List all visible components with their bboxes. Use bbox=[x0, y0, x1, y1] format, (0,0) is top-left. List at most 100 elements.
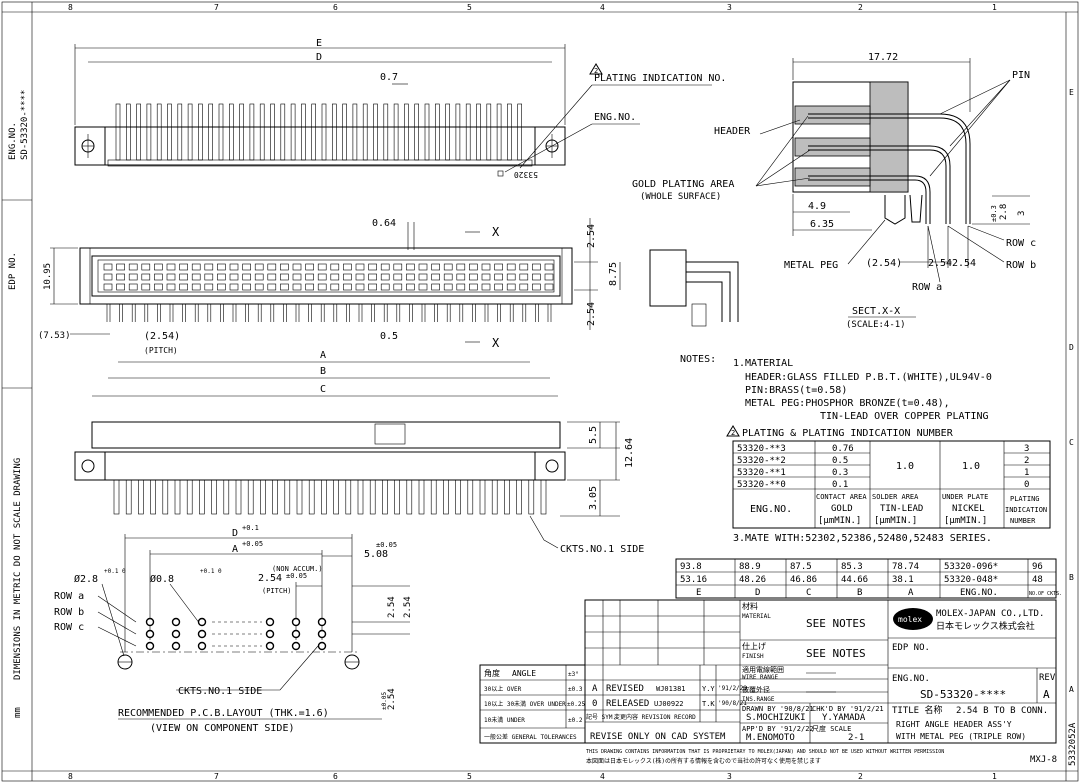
bottom-ckts-label: CKTS.NO.1 SIDE bbox=[560, 544, 644, 555]
front-contact bbox=[154, 263, 163, 271]
tb-ins-jp: 被覆外径 bbox=[742, 685, 770, 694]
tb-rev-label: REV bbox=[1039, 673, 1056, 683]
tb-edp-label: EDP NO. bbox=[892, 643, 930, 653]
front-contact bbox=[532, 273, 541, 281]
zone-col-bottom-7: 7 bbox=[214, 772, 219, 781]
front-contact bbox=[141, 273, 151, 281]
dim-254-top: 2.54 bbox=[586, 224, 597, 248]
top-view-pin bbox=[352, 103, 358, 161]
front-contact bbox=[481, 283, 491, 291]
section-row-c: ROW c bbox=[1006, 238, 1036, 249]
top-view-pin bbox=[290, 103, 296, 161]
front-contact bbox=[494, 273, 503, 281]
section-pin-label: PIN bbox=[1012, 70, 1030, 81]
tb-rev-a-sym: A bbox=[592, 684, 598, 694]
plating-h-nickel2: NICKEL bbox=[952, 504, 985, 514]
dim-e-label: E bbox=[316, 38, 322, 49]
bottom-pin bbox=[211, 479, 217, 515]
pitch-value: (2.54) bbox=[144, 331, 180, 342]
front-contact bbox=[229, 263, 239, 271]
plating-row-eng: 53320-**3 bbox=[737, 444, 786, 454]
section-view: 17.72 4.9 6.35 METAL PEG (2.54) 2.54 2.5… bbox=[632, 52, 1036, 330]
front-contact bbox=[456, 263, 466, 271]
top-eng-no-note: ENG.NO. bbox=[594, 112, 636, 123]
tb-eng-label: ENG.NO. bbox=[892, 674, 930, 684]
bottom-pin bbox=[382, 479, 388, 515]
tb-tol-10-under: 10未満 UNDER bbox=[484, 716, 525, 724]
front-contact bbox=[418, 273, 428, 281]
front-contact bbox=[469, 273, 478, 281]
top-view-pin bbox=[321, 103, 327, 161]
pcb-hole bbox=[265, 617, 275, 627]
dim-03: ±0.3 bbox=[990, 205, 998, 222]
dim-table-cell: 53320-096* bbox=[944, 562, 998, 572]
tb-drawn-name: S.MOCHIZUKI bbox=[746, 713, 806, 723]
front-contact bbox=[254, 263, 264, 271]
front-contact bbox=[393, 273, 403, 281]
front-contact bbox=[368, 273, 377, 281]
front-contact bbox=[317, 283, 327, 291]
tb-tol-30-over: 30以上 OVER bbox=[484, 685, 522, 693]
bottom-pin bbox=[406, 479, 413, 515]
plating-triangle-mark: 2 bbox=[594, 67, 598, 75]
tb-material-jp: 材料 bbox=[742, 601, 758, 611]
front-contact bbox=[355, 263, 365, 271]
front-contact bbox=[494, 263, 503, 271]
dim-064: 0.64 bbox=[372, 218, 396, 229]
zone-col-4: 4 bbox=[600, 3, 605, 12]
pcb-hole bbox=[291, 617, 301, 627]
dim-table-header: ENG.NO. bbox=[960, 588, 998, 598]
tb-material-en: MATERIAL bbox=[742, 613, 771, 620]
front-contact bbox=[494, 283, 503, 291]
plating-h-solder3: [μmMIN.] bbox=[874, 516, 917, 526]
bottom-pin bbox=[284, 479, 291, 515]
dim-table-cell: 44.66 bbox=[841, 575, 868, 585]
section-header-label: HEADER bbox=[714, 126, 751, 137]
bottom-pin bbox=[394, 479, 400, 515]
section-mark-top: X bbox=[492, 225, 500, 239]
front-contact bbox=[330, 263, 340, 271]
front-contact bbox=[431, 273, 440, 281]
tb-company: MOLEX-JAPAN CO.,LTD. bbox=[936, 609, 1044, 619]
top-view-pin bbox=[424, 103, 430, 161]
top-view-pin bbox=[146, 103, 152, 161]
bottom-pin bbox=[138, 479, 144, 515]
plating-h-nickel3: [μmMIN.] bbox=[944, 516, 987, 526]
notes-header-line: HEADER:GLASS FILLED P.B.T.(WHITE),UL94V-… bbox=[745, 372, 992, 383]
front-contact bbox=[519, 273, 529, 281]
top-view: 53320 E D 0.7 2 PLATING INDICATION NO. E… bbox=[74, 38, 726, 179]
front-contact bbox=[267, 283, 277, 291]
pcb-row-c: ROW c bbox=[54, 622, 84, 633]
pcb-hole bbox=[145, 629, 155, 639]
section-scale: (SCALE:4-1) bbox=[846, 320, 906, 330]
front-contact bbox=[280, 273, 289, 281]
front-contact bbox=[343, 263, 352, 271]
front-contact bbox=[267, 273, 277, 281]
notes-pin-line: PIN:BRASS(t=0.58) bbox=[745, 385, 847, 396]
tb-finish-en: FINISH bbox=[742, 653, 764, 660]
front-contact bbox=[166, 283, 176, 291]
bottom-pin bbox=[247, 479, 254, 515]
front-contact bbox=[406, 263, 415, 271]
bottom-pin bbox=[260, 479, 266, 515]
front-contact bbox=[229, 283, 239, 291]
bottom-pin bbox=[516, 479, 522, 515]
front-contact bbox=[103, 283, 113, 291]
tb-company-jp: 日本モレックス株式会社 bbox=[936, 620, 1035, 632]
top-view-pin bbox=[156, 103, 162, 161]
top-view-pin bbox=[517, 103, 523, 161]
tb-rev-record: 変更内容 REVISION RECORD bbox=[614, 713, 696, 721]
bottom-pin bbox=[443, 479, 449, 515]
front-contact bbox=[456, 283, 466, 291]
front-view: 10.95 (7.53) 0.64 X 2.54 8.75 2.54 (2.54… bbox=[38, 218, 621, 397]
notes-title: NOTES: bbox=[680, 354, 716, 365]
section-mark-bottom: X bbox=[492, 336, 500, 350]
top-view-pin bbox=[249, 103, 255, 161]
tb-appd-name: M.ENOMOTO bbox=[746, 733, 795, 743]
front-contact bbox=[191, 283, 201, 291]
front-contact bbox=[254, 273, 264, 281]
tb-title-line1: 2.54 B TO B CONN. bbox=[956, 706, 1048, 716]
tb-rev-a-by: Y.Y bbox=[702, 685, 715, 693]
dim-table-cell: 85.3 bbox=[841, 562, 863, 572]
